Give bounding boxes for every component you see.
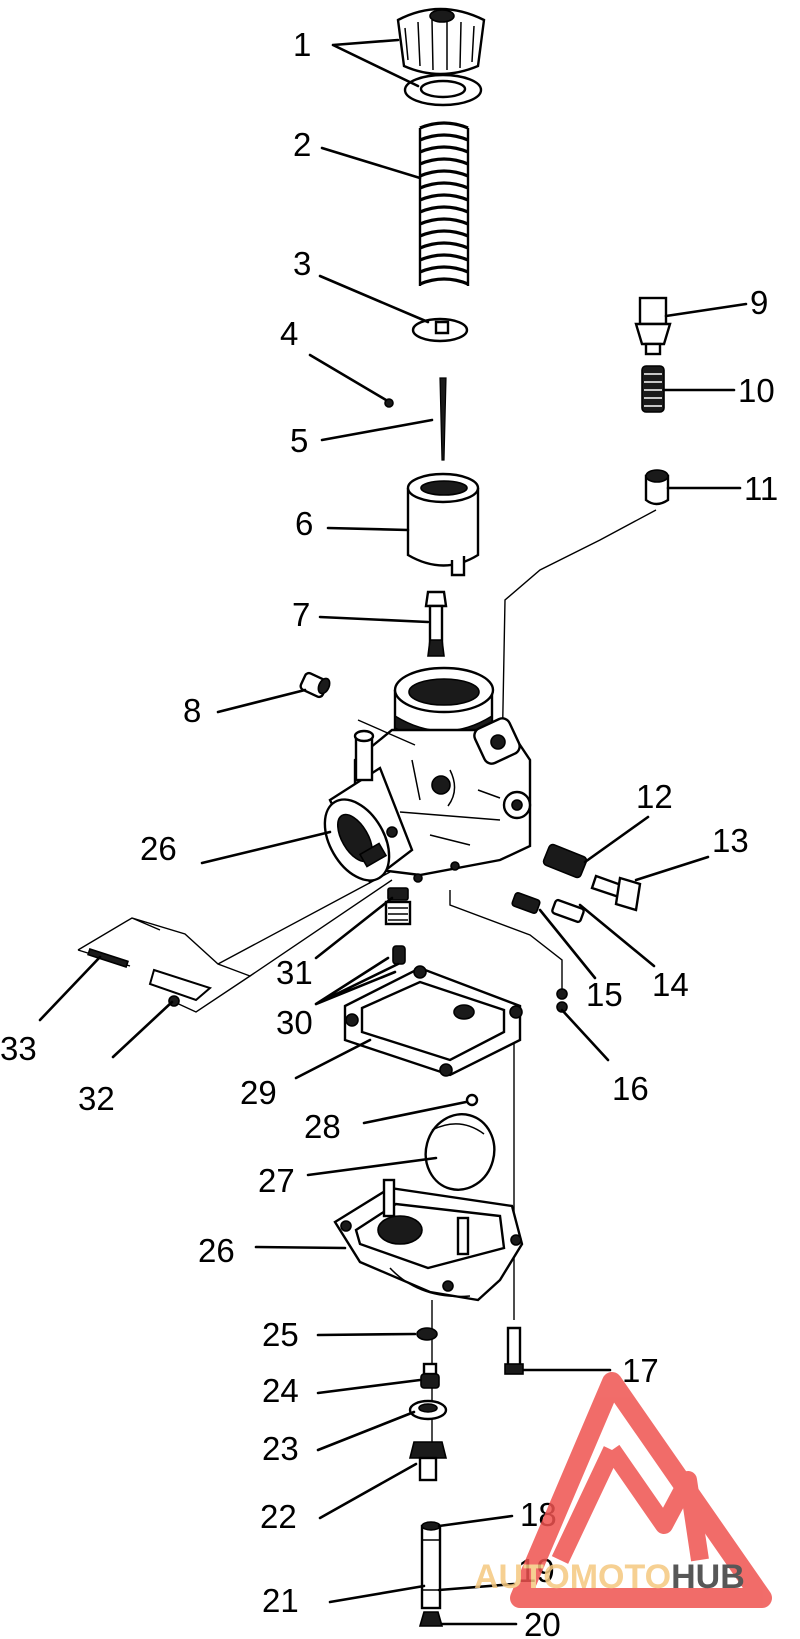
part-idle-spring (641, 365, 665, 413)
part-adjuster-cap (644, 469, 670, 506)
part-clip-16 (556, 988, 568, 1013)
watermark-text-moto: MOTO (570, 1558, 671, 1596)
callout-27: 27 (258, 1162, 295, 1199)
callout-31: 31 (276, 954, 313, 991)
callout-32: 32 (78, 1080, 115, 1117)
part-needle-jet (424, 590, 448, 657)
part-jet-needle (439, 377, 447, 461)
part-clip-plate (411, 317, 469, 343)
part-main-jet (420, 1362, 440, 1389)
callout-15: 15 (586, 976, 623, 1013)
part-float-bowl (333, 1178, 524, 1302)
part-idle-screw (511, 892, 585, 924)
part-gasket (343, 965, 523, 1077)
logo-mark (551, 1444, 709, 1564)
callout-17: 17 (622, 1352, 659, 1389)
callout-26-upper: 26 (140, 830, 177, 867)
cable-line (501, 509, 657, 761)
callout-3: 3 (293, 245, 311, 282)
part-float (424, 1113, 496, 1191)
callout-7: 7 (292, 596, 310, 633)
part-e-clip (384, 398, 394, 408)
leader-lines (38, 38, 748, 1626)
callout-16: 16 (612, 1070, 649, 1107)
part-washer (403, 73, 483, 107)
callout-21: 21 (262, 1582, 299, 1619)
part-drain-cap (418, 1611, 444, 1627)
watermark-text-auto: AUTO (474, 1558, 570, 1596)
part-bowl-o-ring (416, 1327, 438, 1341)
part-pilot-jet (384, 887, 412, 926)
part-jet-holder (408, 1441, 448, 1482)
fuel-line-16 (449, 890, 563, 990)
watermark-logo-icon (510, 1372, 772, 1608)
plug-line (357, 719, 416, 746)
callout-28: 28 (304, 1108, 341, 1145)
part-throttle-slide (406, 472, 480, 577)
callout-labels: 1 2 3 4 5 6 7 8 9 10 11 12 13 14 15 16 1… (0, 26, 778, 1639)
part-pilot-spring (542, 843, 588, 879)
svg-text:AUTOMOTOHUB: AUTOMOTOHUB (474, 1558, 745, 1596)
callout-25: 25 (262, 1316, 299, 1353)
callout-13: 13 (712, 822, 749, 859)
callout-20: 20 (524, 1606, 561, 1639)
callout-9: 9 (750, 284, 768, 321)
callout-26-lower: 26 (198, 1232, 235, 1269)
callout-2: 2 (293, 126, 311, 163)
callout-30: 30 (276, 1004, 313, 1041)
callout-22: 22 (260, 1498, 297, 1535)
part-carburetor-body (323, 666, 532, 884)
part-spring (418, 121, 470, 288)
watermark-text-hub: HUB (671, 1558, 745, 1596)
part-fitting (634, 296, 672, 356)
callout-4: 4 (280, 315, 298, 352)
part-cap (396, 7, 486, 76)
part-vent-tube (77, 871, 393, 1013)
callout-8: 8 (183, 692, 201, 729)
callout-14: 14 (652, 966, 689, 1003)
part-drain-tube (420, 1521, 442, 1610)
callout-10: 10 (738, 372, 775, 409)
part-pilot-screw (590, 874, 642, 912)
callout-29: 29 (240, 1074, 277, 1111)
callout-11: 11 (744, 470, 778, 507)
callout-33: 33 (0, 1030, 37, 1067)
callout-24: 24 (262, 1372, 299, 1409)
callout-5: 5 (290, 422, 308, 459)
callout-6: 6 (295, 505, 313, 542)
part-float-pin (465, 1093, 479, 1107)
callout-23: 23 (262, 1430, 299, 1467)
part-washer-23 (408, 1399, 448, 1421)
part-plug (299, 671, 331, 699)
callout-12: 12 (636, 778, 673, 815)
part-drain-screw (504, 1326, 524, 1375)
callout-1: 1 (293, 26, 311, 63)
automotohub-watermark: AUTOMOTOHUB (474, 1372, 772, 1608)
part-o-ring (392, 945, 406, 965)
